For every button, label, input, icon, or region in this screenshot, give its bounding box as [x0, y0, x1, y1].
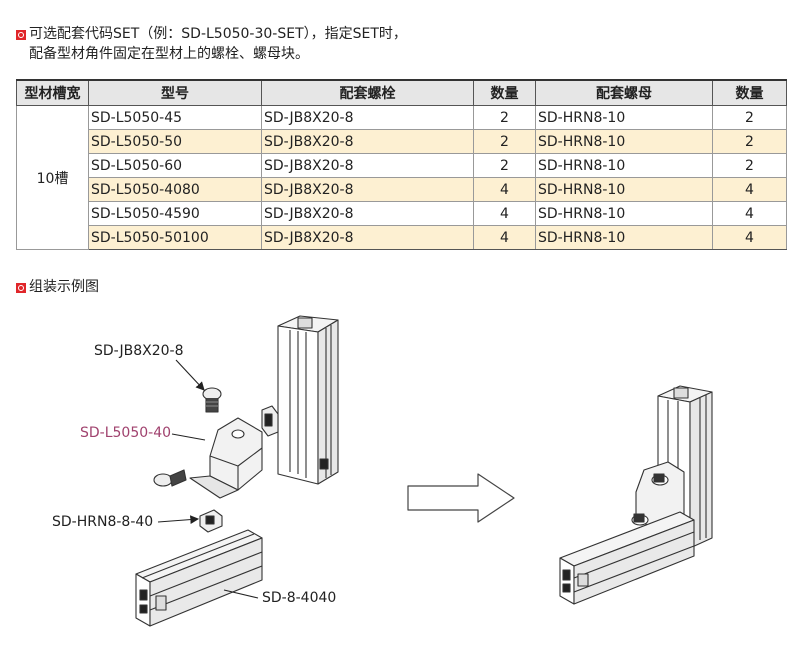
bolt-qty-cell: 4 [473, 177, 536, 202]
table-row: SD-L5050-50 SD-JB8X20-8 2 SD-HRN8-10 2 [17, 129, 787, 154]
table-row: SD-L5050-4590 SD-JB8X20-8 4 SD-HRN8-10 4 [17, 201, 787, 226]
nut-cell: SD-HRN8-10 [535, 225, 713, 250]
nut-qty-cell: 4 [712, 177, 787, 202]
model-cell: SD-L5050-4590 [88, 201, 262, 226]
nut-qty-cell: 2 [712, 129, 787, 154]
bolt-cell: SD-JB8X20-8 [261, 177, 474, 202]
header-slot-width: 型材槽宽 [16, 79, 89, 106]
horizontal-profile [135, 529, 263, 627]
table-row: SD-L5050-50100 SD-JB8X20-8 4 SD-HRN8-10 … [17, 225, 787, 250]
header-model: 型号 [88, 79, 262, 106]
bolt-qty-cell: 2 [473, 153, 536, 178]
vertical-profile [277, 315, 339, 485]
assembled-result [559, 385, 713, 605]
table-row: SD-L5050-4080 SD-JB8X20-8 4 SD-HRN8-10 4 [17, 177, 787, 202]
spec-table: 型材槽宽 型号 配套螺栓 数量 配套螺母 数量 10槽 SD-L5050-45 … [16, 79, 787, 250]
bolt-qty-cell: 4 [473, 201, 536, 226]
bolt-cell: SD-JB8X20-8 [261, 225, 474, 250]
nut-cell: SD-HRN8-10 [535, 177, 713, 202]
model-cell: SD-L5050-45 [88, 105, 262, 130]
profile-label: SD-8-4040 [262, 590, 337, 606]
corner-bracket [189, 417, 263, 499]
square-bullet-icon [16, 283, 26, 293]
bolt-cell: SD-JB8X20-8 [261, 201, 474, 226]
table-row: SD-L5050-60 SD-JB8X20-8 2 SD-HRN8-10 2 [17, 153, 787, 178]
header-bolt-qty: 数量 [473, 79, 536, 106]
bolt-qty-cell: 2 [473, 105, 536, 130]
assembly-title: 组装示例图 [29, 279, 99, 295]
nut-piece-upper [261, 405, 279, 437]
bolt-cell: SD-JB8X20-8 [261, 153, 474, 178]
square-bullet-icon [16, 30, 26, 40]
nut-qty-cell: 4 [712, 201, 787, 226]
nut-label: SD-HRN8-8-40 [52, 514, 154, 530]
nut-piece-lower [199, 509, 223, 533]
nut-cell: SD-HRN8-10 [535, 129, 713, 154]
bracket-label: SD-L5050-40 [80, 425, 172, 441]
model-cell: SD-L5050-60 [88, 153, 262, 178]
model-cell: SD-L5050-50 [88, 129, 262, 154]
table-row: 10槽 SD-L5050-45 SD-JB8X20-8 2 SD-HRN8-10… [16, 105, 787, 250]
nut-qty-cell: 4 [712, 225, 787, 250]
nut-qty-cell: 2 [712, 105, 787, 130]
bolt-qty-cell: 2 [473, 129, 536, 154]
right-arrow-icon [407, 473, 515, 523]
intro-line-1: 可选配套代码SET（例：SD-L5050-30-SET），指定SET时， [29, 26, 407, 42]
bolt-qty-cell: 4 [473, 225, 536, 250]
bolt-upper [202, 387, 222, 413]
bolt-label: SD-JB8X20-8 [94, 343, 184, 359]
bolt-cell: SD-JB8X20-8 [261, 129, 474, 154]
bolt-lower [153, 469, 187, 487]
slot-width-cell: 10槽 [16, 105, 89, 250]
assembly-illustration [135, 315, 713, 627]
nut-cell: SD-HRN8-10 [535, 105, 713, 130]
model-cell: SD-L5050-4080 [88, 177, 262, 202]
header-nut-qty: 数量 [712, 79, 787, 106]
intro-line-2: 配备型材角件固定在型材上的螺栓、螺母块。 [29, 46, 309, 62]
table-header-row: 型材槽宽 型号 配套螺栓 数量 配套螺母 数量 [16, 79, 787, 106]
nut-cell: SD-HRN8-10 [535, 153, 713, 178]
nut-qty-cell: 2 [712, 153, 787, 178]
nut-cell: SD-HRN8-10 [535, 201, 713, 226]
header-nut: 配套螺母 [535, 79, 713, 106]
bolt-cell: SD-JB8X20-8 [261, 105, 474, 130]
header-bolt: 配套螺栓 [261, 79, 474, 106]
model-cell: SD-L5050-50100 [88, 225, 262, 250]
